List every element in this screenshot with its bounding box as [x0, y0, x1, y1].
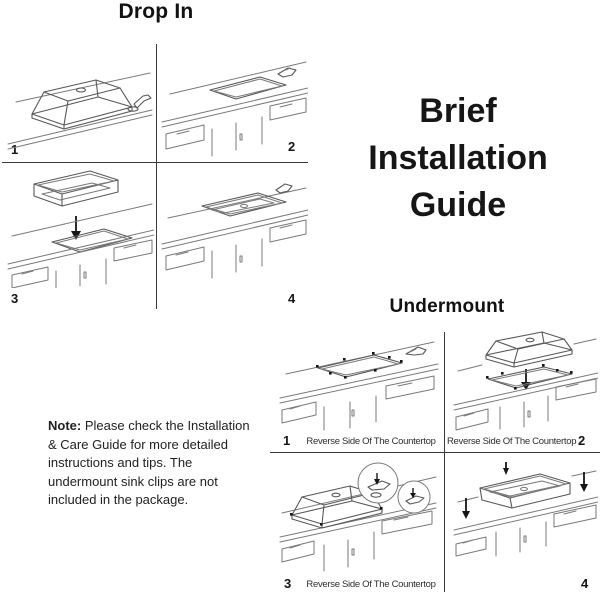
page-title: Brief Installation Guide [318, 88, 598, 229]
down-arrow-icon [462, 498, 470, 519]
installed-sink-icon [479, 473, 571, 509]
undermount-step-caption: Reverse Side Of The Countertop [447, 436, 577, 447]
note-line: Note: Please check the Installation [48, 417, 284, 436]
undermount-grid-horizontal-divider [270, 452, 600, 453]
upside-down-sink-icon [485, 331, 573, 368]
sink-icon [33, 170, 119, 207]
drop-in-step-number: 1 [11, 142, 19, 157]
drop-in-step-1-diagram [7, 72, 153, 150]
counter-cutout [317, 354, 403, 378]
undermount-step-number: 3 [284, 576, 292, 591]
faucet-icon [275, 183, 293, 194]
cabinet [165, 219, 307, 279]
note-block: Note: Please check the Installation & Ca… [48, 417, 284, 510]
counter-cutout [51, 228, 133, 253]
magnifier-circle-icon [357, 462, 399, 504]
down-arrow-icon [503, 462, 509, 475]
undermount-step-caption: Reverse Side Of The Countertop [306, 579, 436, 590]
clip-dot-icon [316, 352, 403, 379]
clip-tool-icon [405, 346, 427, 356]
cabinet [455, 504, 597, 557]
faucet-icon [127, 94, 152, 112]
page-title-line: Brief [419, 92, 497, 130]
note-line: included in the package. [48, 492, 189, 507]
undermount-step-number: 2 [578, 433, 586, 448]
clip-dot-icon [290, 507, 383, 526]
note-line: undermount sink clips are not [48, 473, 218, 489]
drop-in-step-4-diagram [161, 183, 308, 279]
note-line: instructions and tips. The [48, 455, 193, 470]
note-text: Please check the Installation [81, 418, 250, 433]
clip-dot-icon [486, 364, 573, 390]
counter-cutout [487, 366, 573, 389]
undermount-step-caption: Reverse Side Of The Countertop [306, 436, 436, 447]
counter-cutout [209, 76, 287, 100]
undermount-step-1-diagram [279, 341, 439, 431]
magnifier-circle-icon [397, 480, 431, 514]
note-label: Note: [48, 418, 82, 433]
cabinet [11, 239, 153, 288]
drop-in-title: Drop In [118, 0, 194, 23]
cabinet [455, 378, 597, 431]
page-title-line: Guide [409, 186, 507, 224]
faucet-icon [277, 67, 297, 78]
undermount-step-3-diagram [279, 462, 437, 572]
drop-in-step-number: 2 [288, 139, 296, 154]
undermount-step-number: 1 [283, 433, 291, 448]
down-arrow-icon [580, 472, 588, 492]
drop-in-step-3-diagram [7, 170, 154, 288]
cabinet [281, 375, 435, 431]
drop-in-step-number: 3 [11, 291, 19, 306]
installed-sink-icon [201, 192, 287, 217]
undermount-step-number: 4 [581, 576, 589, 591]
note-line: & Care Guide for more detailed [48, 436, 228, 452]
cabinet [281, 510, 433, 572]
drop-in-step-2-diagram [161, 61, 308, 157]
undermount-title: Undermount [389, 296, 505, 317]
undermount-step-2-diagram [453, 331, 598, 431]
drop-in-step-number: 4 [288, 291, 296, 306]
undermount-grid-vertical-divider [444, 332, 445, 592]
drop-in-grid-horizontal-divider [2, 162, 308, 163]
undermount-step-4-diagram [453, 462, 598, 557]
drop-in-grid-vertical-divider [156, 44, 157, 309]
cabinet [165, 97, 307, 157]
page-title-line: Installation [368, 139, 548, 177]
